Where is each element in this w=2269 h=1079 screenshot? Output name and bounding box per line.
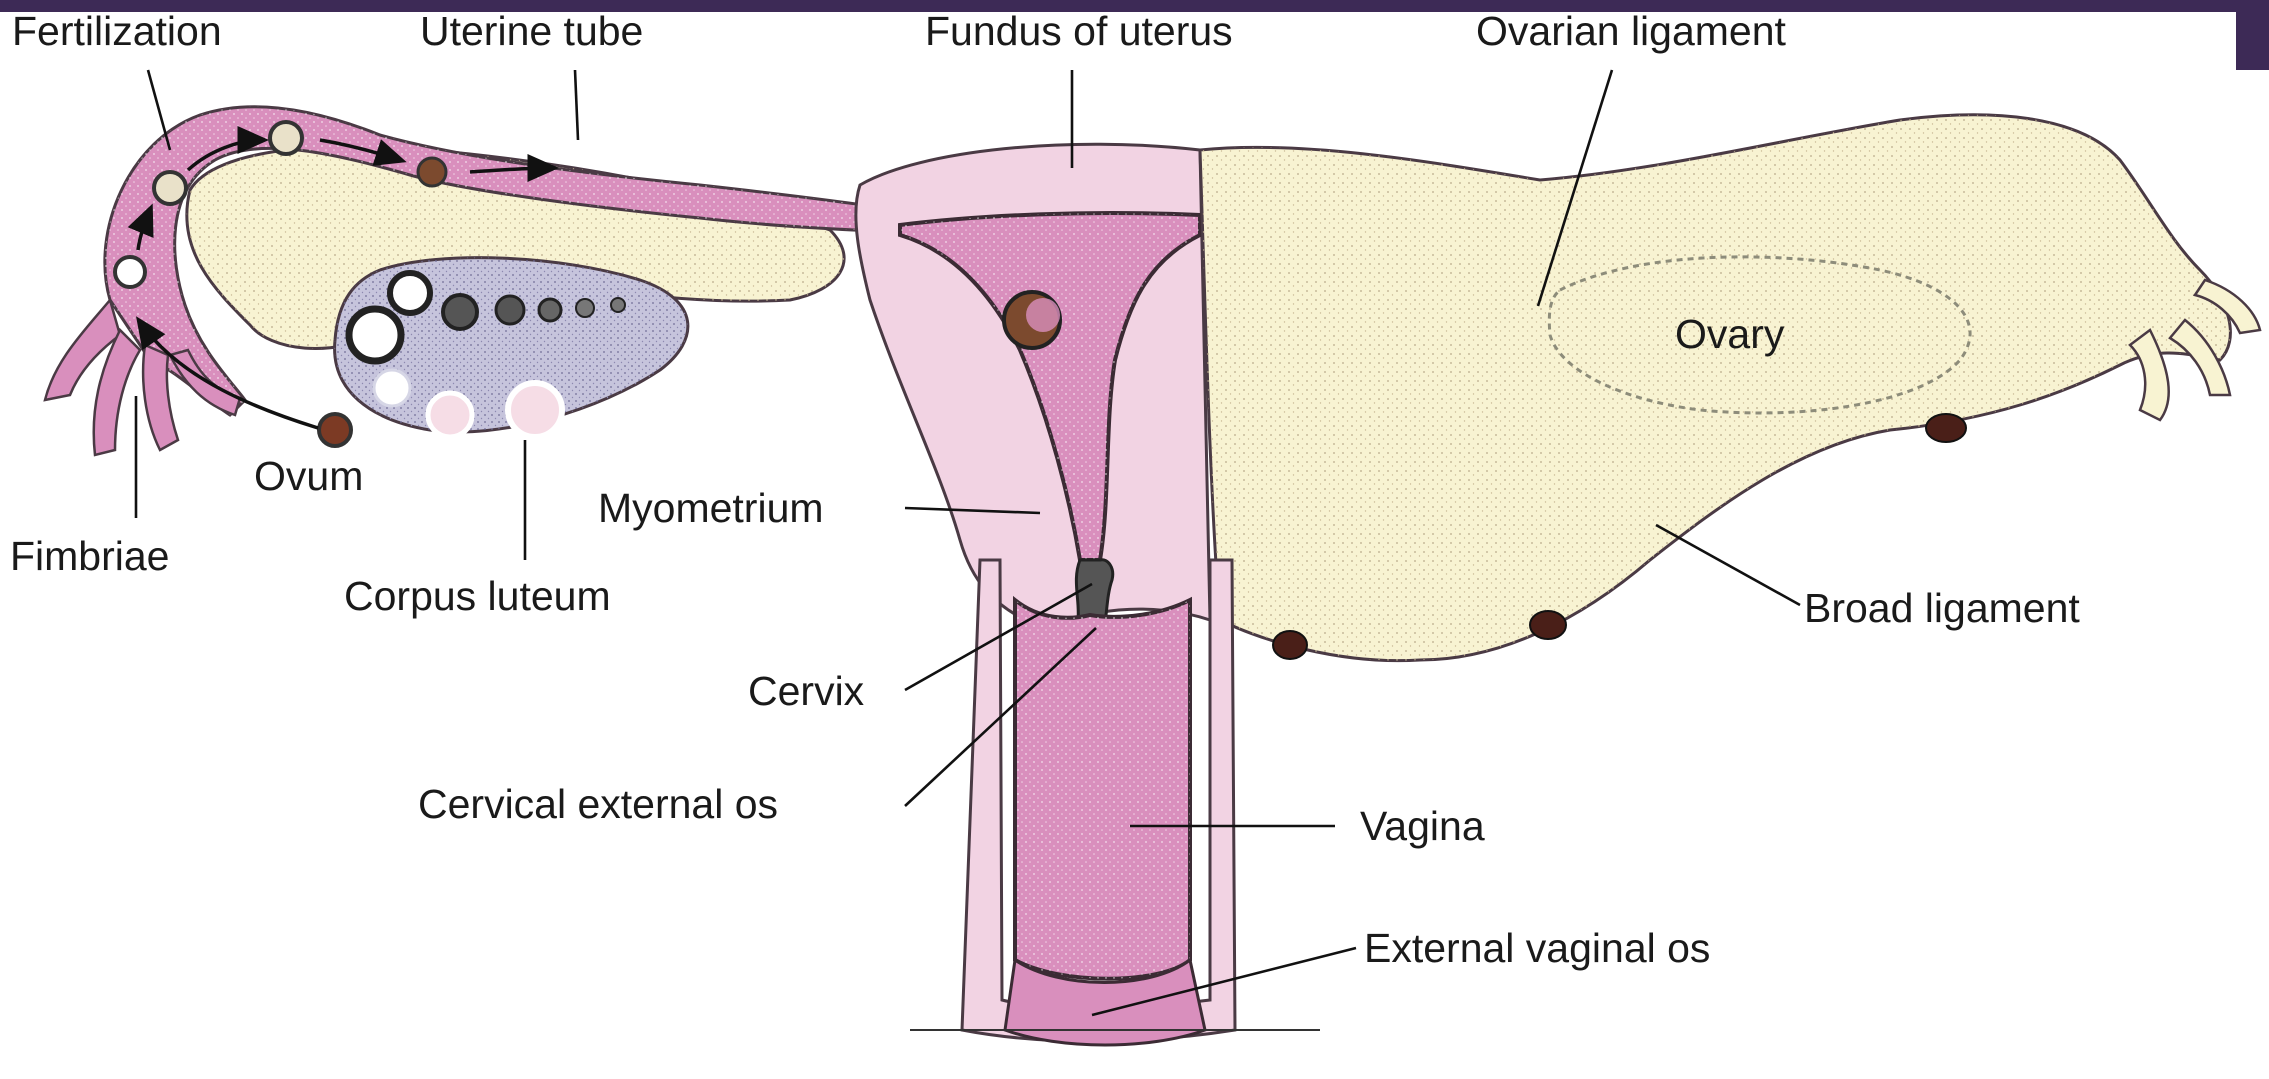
label-fimbriae: Fimbriae [10, 533, 169, 579]
label-vagina: Vagina [1360, 803, 1485, 849]
label-ovary: Ovary [1675, 311, 1785, 357]
label-fertilization: Fertilization [12, 8, 222, 54]
label-corpus-luteum: Corpus luteum [344, 573, 611, 619]
label-uterine-tube: Uterine tube [420, 8, 643, 54]
label-ovum: Ovum [254, 453, 363, 499]
label-cervix: Cervix [748, 668, 865, 714]
label-myometrium: Myometrium [598, 485, 824, 531]
label-fundus-of-uterus: Fundus of uterus [925, 8, 1233, 54]
label-broad-ligament: Broad ligament [1804, 585, 2080, 631]
label-ovarian-ligament: Ovarian ligament [1476, 8, 1787, 54]
label-external-vaginal-os: External vaginal os [1364, 925, 1710, 971]
label-cervical-external-os: Cervical external os [418, 781, 778, 827]
right-accent-bar [2236, 0, 2269, 70]
